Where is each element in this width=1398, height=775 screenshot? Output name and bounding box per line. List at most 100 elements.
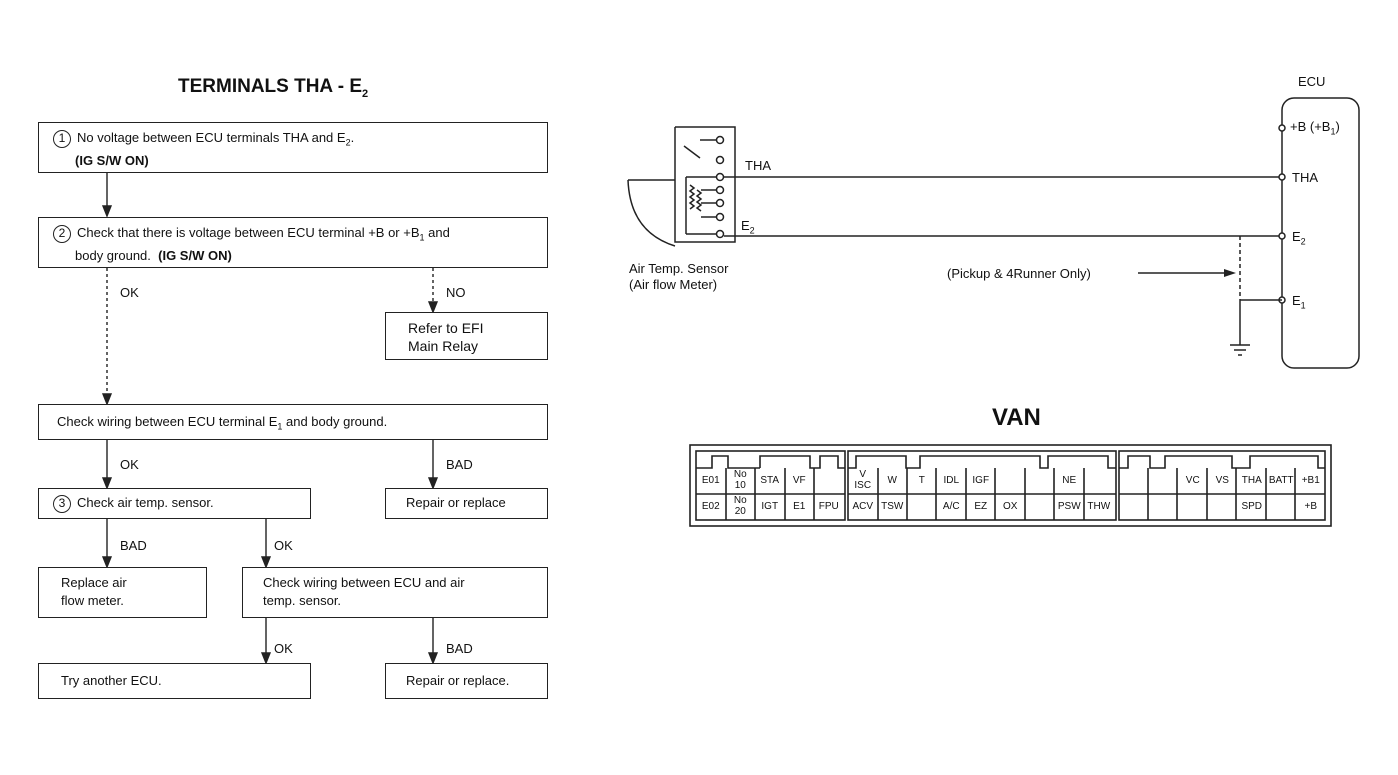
label-ok-4: OK [274, 641, 293, 656]
ecu-pin-e2-sub: 2 [1300, 236, 1306, 247]
wiring-e1-sub: 1 [277, 421, 283, 432]
connector-pin: IGT [761, 501, 779, 512]
connector-pin: ACV [852, 501, 874, 512]
step1-text: No voltage between ECU terminals THA and… [77, 130, 346, 145]
air-flow-meter-body [627, 179, 676, 247]
connector-pin: PSW [1057, 501, 1081, 512]
wiring-sensor-box: Check wiring between ECU and air temp. s… [242, 567, 548, 618]
step1-box: 1 No voltage between ECU terminals THA an… [38, 122, 548, 173]
ecu-pin-b-text: +B (+B [1290, 119, 1331, 134]
connector-pin: BATT [1268, 475, 1294, 486]
connector-pin: VF [792, 475, 806, 486]
step1-text-end: . [350, 130, 355, 145]
connector-pin: E01 [701, 475, 720, 486]
wire-e2-text: E [741, 218, 750, 233]
flowchart-title: TERMINALS THA - E2 [178, 76, 368, 100]
connector-pin: VC [1185, 475, 1200, 486]
step-number-1: 1 [53, 129, 71, 148]
sensor-caption-line1: Air Temp. Sensor [629, 261, 729, 276]
connector-pin: NE [1062, 475, 1077, 486]
connector-pin: +B [1304, 501, 1317, 512]
connector-pin: +B1 [1301, 475, 1320, 486]
wiring-sensor-line1: Check wiring between ECU and air [263, 575, 465, 590]
connector-pin: EZ [974, 501, 988, 512]
wiring-e1-box: Check wiring between ECU terminal E1 and… [38, 404, 548, 440]
efi-relay-box: Refer to EFI Main Relay [385, 312, 548, 360]
wire-tha-label: THA [745, 158, 771, 173]
connector-pin: SPD [1241, 501, 1263, 512]
repair-box-2: Repair or replace. [385, 663, 548, 699]
connector-pin: VS [1215, 475, 1229, 486]
label-ok-2: OK [120, 457, 139, 472]
connector-pin: IDL [943, 475, 960, 486]
efi-relay-line2: Main Relay [408, 338, 479, 354]
connector-pin: W [887, 475, 897, 486]
replace-afm-line2: flow meter. [61, 593, 124, 608]
step2-box: 2 Check that there is voltage between ECU… [38, 217, 548, 268]
step2-sub: 1 [419, 232, 425, 243]
wiring-e1-text-end: and body ground. [282, 414, 388, 429]
label-bad-1: BAD [446, 457, 473, 472]
connector-pin: THW [1087, 501, 1111, 512]
label-ok-3: OK [274, 538, 293, 553]
connector-title: VAN [992, 404, 1041, 431]
connector-pin: T [918, 475, 925, 486]
sensor-caption: Air Temp. Sensor (Air flow Meter) [629, 261, 728, 293]
connector-pin: THA [1241, 475, 1262, 486]
step2-text-end: and [424, 225, 450, 240]
ecu-pin-b: +B (+B1) [1290, 119, 1340, 137]
flowchart-title-text: TERMINALS THA - E [178, 76, 363, 97]
label-bad-2: BAD [120, 538, 147, 553]
flowchart-title-sub: 2 [362, 87, 369, 100]
connector-pin: OX [1003, 501, 1018, 512]
wire-e2-sub: 2 [749, 225, 755, 236]
repair-box-1: Repair or replace [385, 488, 548, 519]
sensor-caption-line2: (Air flow Meter) [629, 277, 718, 292]
sensor-housing [674, 126, 736, 243]
connector-pin: IGF [972, 475, 990, 486]
ecu-pin-e1: E1 [1292, 293, 1306, 311]
ecu-pin-b-end: ) [1335, 119, 1340, 134]
efi-relay-line1: Refer to EFI [408, 320, 484, 336]
connector-pin: FPU [818, 501, 839, 512]
step2-text: Check that there is voltage between ECU … [77, 225, 420, 240]
connector-pin: E1 [793, 501, 806, 512]
pickup-note: (Pickup & 4Runner Only) [947, 266, 1091, 281]
connector-outline [689, 444, 1332, 527]
connector-pin: E02 [701, 501, 720, 512]
repair-text-1: Repair or replace [406, 495, 506, 510]
ecu-pin-e1-sub: 1 [1300, 300, 1306, 311]
step3-box: 3 Check air temp. sensor. [38, 488, 311, 519]
ecu-pin-e2: E2 [1292, 229, 1306, 247]
repair-text-2: Repair or replace. [406, 673, 510, 688]
step2-condition: (IG S/W ON) [158, 247, 232, 263]
ecu-label: ECU [1298, 74, 1326, 89]
wiring-e1-text: Check wiring between ECU terminal E [57, 414, 278, 429]
ecu-pin-e2-text: E [1292, 229, 1301, 244]
ecu-pin-e1-text: E [1292, 293, 1301, 308]
step-number-3: 3 [53, 494, 71, 513]
try-ecu-text: Try another ECU. [61, 673, 162, 688]
wiring-sensor-line2: temp. sensor. [263, 593, 342, 608]
wire-e2-label: E2 [741, 218, 755, 236]
step-number-2: 2 [53, 224, 71, 243]
label-bad-3: BAD [446, 641, 473, 656]
connector-pin: TSW [881, 501, 904, 512]
replace-afm-box: Replace air flow meter. [38, 567, 207, 618]
label-no: NO [446, 285, 466, 300]
step3-text: Check air temp. sensor. [77, 495, 214, 510]
label-ok-1: OK [120, 285, 139, 300]
ecu-pin-tha: THA [1292, 170, 1318, 185]
step2-text-line2: body ground. [75, 247, 151, 263]
ecu-pin-b-sub: 1 [1330, 126, 1336, 137]
try-ecu-box: Try another ECU. [38, 663, 311, 699]
connector-pin: A/C [942, 501, 960, 512]
step1-sub: 2 [345, 137, 351, 148]
connector-pin: STA [760, 475, 780, 486]
replace-afm-line1: Replace air [61, 575, 127, 590]
